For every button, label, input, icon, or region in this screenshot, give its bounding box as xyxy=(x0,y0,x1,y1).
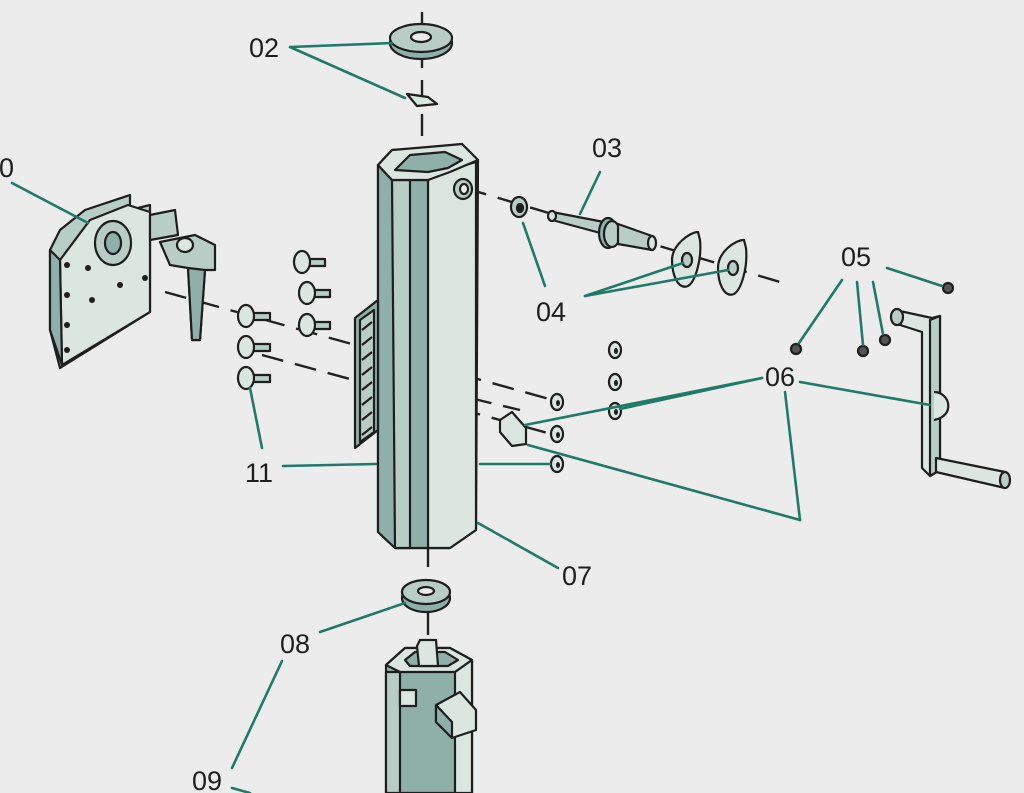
top-washer xyxy=(388,22,454,61)
bolt xyxy=(236,365,272,391)
label-part-11: 11 xyxy=(245,458,273,488)
main-column xyxy=(376,142,480,550)
lower-leg xyxy=(384,638,478,793)
bolt xyxy=(297,312,332,338)
gearbox-housing xyxy=(48,193,180,370)
label-part-05: 05 xyxy=(841,242,871,272)
bottom-washer xyxy=(400,578,452,614)
label-part-08: 08 xyxy=(280,629,310,659)
small-washer xyxy=(509,195,529,219)
bolt xyxy=(236,334,272,360)
bolt xyxy=(236,303,272,329)
label-part-07: 07 xyxy=(562,561,592,591)
bolts xyxy=(236,249,332,391)
label-part-04: 04 xyxy=(536,297,566,327)
nuts xyxy=(498,340,623,474)
ball-bearings xyxy=(789,281,955,358)
bolt xyxy=(297,280,332,306)
bolt xyxy=(292,249,327,275)
label-part-09: 09 xyxy=(192,766,222,793)
crank-handle xyxy=(889,307,1012,490)
top-key xyxy=(405,92,439,108)
label-part-10: 10 xyxy=(0,153,14,183)
gearbox-bracket xyxy=(158,233,217,342)
lock-plate xyxy=(716,238,748,296)
label-part-03: 03 xyxy=(592,133,622,163)
label-part-02: 02 xyxy=(249,33,279,63)
gear-rack xyxy=(353,298,380,450)
drive-shaft xyxy=(546,209,658,252)
label-part-06: 06 xyxy=(765,362,795,392)
lock-plate xyxy=(670,230,702,288)
leader-lines xyxy=(10,41,944,793)
